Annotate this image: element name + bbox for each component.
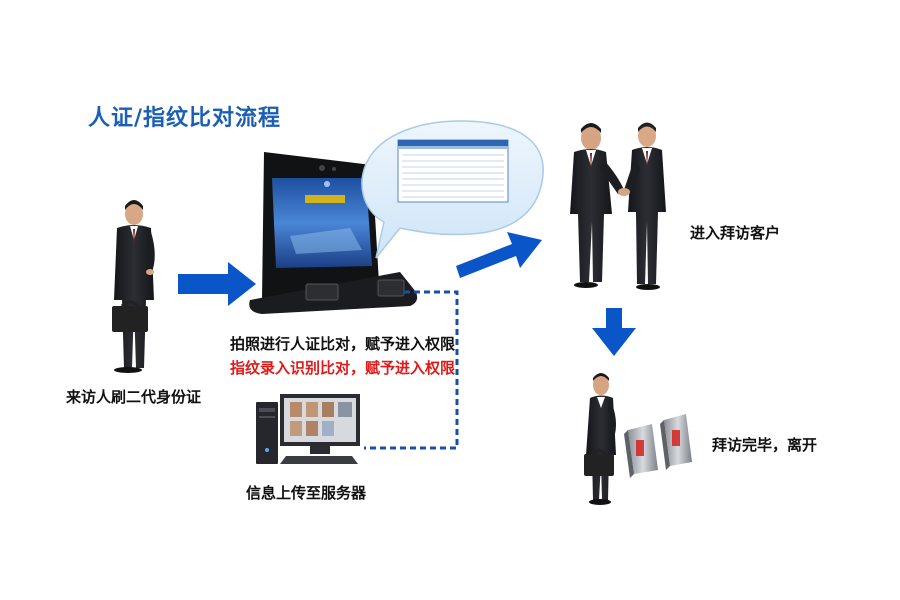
dashed-data-link bbox=[364, 290, 459, 450]
visitor-person-icon bbox=[112, 200, 155, 373]
label-leave: 拜访完毕，离开 bbox=[712, 436, 818, 454]
server-computer-icon bbox=[256, 394, 360, 464]
kiosk-terminal-icon bbox=[249, 152, 418, 314]
software-screen-bubble bbox=[361, 120, 544, 259]
label-fingerprint-compare: 指纹录入识别比对，赋予进入权限 bbox=[230, 359, 456, 377]
label-upload-server: 信息上传至服务器 bbox=[246, 484, 367, 502]
turnstile-gate-icon bbox=[624, 414, 692, 478]
label-visitor-swipe: 来访人刷二代身份证 bbox=[66, 388, 202, 406]
leaving-person-icon bbox=[584, 373, 616, 505]
arrow-right-icon bbox=[178, 262, 256, 306]
arrow-up-right-icon bbox=[456, 232, 542, 278]
handshake-people-icon bbox=[570, 122, 666, 290]
arrow-down-icon bbox=[592, 308, 636, 356]
label-photo-compare: 拍照进行人证比对，赋予进入权限 bbox=[230, 335, 456, 353]
label-enter-visit: 进入拜访客户 bbox=[690, 224, 781, 242]
diagram-title: 人证/指纹比对流程 bbox=[88, 106, 282, 131]
